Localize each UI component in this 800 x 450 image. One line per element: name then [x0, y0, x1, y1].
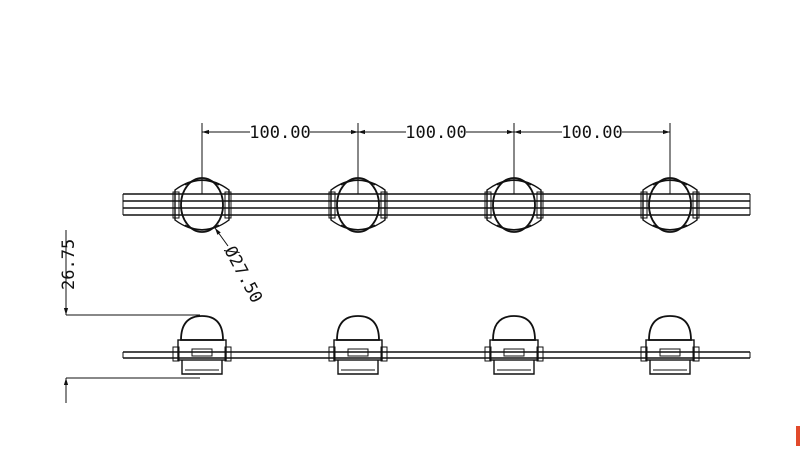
pitch-label-2: 100.00 — [405, 123, 466, 143]
led-node-side-3 — [484, 315, 544, 375]
height-label: 26.75 — [59, 239, 79, 290]
led-node-side-1 — [172, 315, 232, 375]
pitch-label-1: 100.00 — [249, 123, 310, 143]
height-dimension: 26.75 — [59, 230, 200, 403]
wire-bundle — [122, 193, 751, 216]
led-node-side-2 — [328, 315, 388, 375]
led-node-top — [172, 177, 700, 233]
diameter-callout: Ø27.50 — [214, 227, 266, 307]
corner-mark — [796, 426, 800, 446]
side-wire — [122, 351, 751, 359]
pitch-dimensions: 100.00 100.00 100.00 — [201, 120, 671, 194]
side-view: 26.75 — [59, 230, 751, 403]
led-node-top-1 — [172, 177, 232, 233]
diameter-label: Ø27.50 — [220, 243, 266, 307]
led-node-side-4 — [640, 315, 700, 375]
pitch-label-3: 100.00 — [561, 123, 622, 143]
led-node-side — [172, 315, 700, 375]
top-view: 100.00 100.00 100.00 Ø27.50 — [122, 120, 751, 307]
